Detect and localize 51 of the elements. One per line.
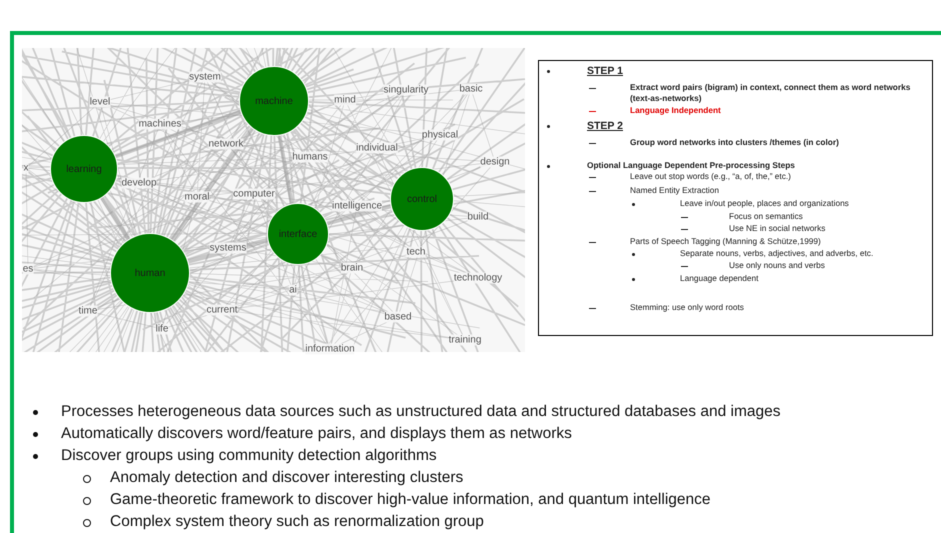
bullet-text: Automatically discovers word/feature pairs, and displays them as networks [61,425,572,443]
word-label: based [384,312,412,322]
word-label: level [90,96,110,108]
text-panel [538,60,933,336]
list-item: Named Entity Extraction [630,185,719,195]
list-item: Use only nouns and verbs [729,260,825,270]
word-label: build [467,212,489,222]
word-label: singularity [383,84,429,96]
word-label: mind [334,94,356,106]
word-label: brain [340,262,364,274]
word-label: time [78,306,98,316]
bullet-text: Complex system theory such as renormalization group [110,513,484,531]
list-item: Separate nouns, verbs, adjectives, and adverbs, etc. [680,248,874,258]
list-item: Extract word pairs (bigram) in context, connect them as word networks (text-as-networks) [630,82,912,104]
list-item: Optional Language Dependent Pre-processing Steps [587,160,795,170]
word-label: system [189,72,221,82]
bullet-text: Anomaly detection and discover interesting clusters [110,469,464,487]
list-item: Stemming: use only word roots [630,302,744,312]
list-item: Use NE in social networks [729,223,826,233]
word-label: current [206,304,238,316]
word-label: information [305,344,355,354]
word-label: basic [459,84,483,94]
list-item: Leave out stop words (e.g., “a, of, the,” etc.) [630,171,791,181]
word-label: design [480,156,510,168]
word-label: es [22,264,34,274]
list-item: Focus on semantics [729,211,803,221]
word-label: network [208,138,244,150]
bullet-text: Discover groups using community detection algorithms [61,447,437,465]
word-label: intelligence [332,200,382,212]
word-label: physical [422,130,458,140]
word-label: humans [292,152,328,162]
step-heading: STEP 1 [587,65,623,77]
word-label: life [156,324,168,334]
word-label: machines [138,118,182,130]
word-label: moral [184,192,210,202]
word-label: tech [406,246,426,258]
list-item: Group word networks into clusters /themes (in color) [630,137,839,147]
bullet-text: Processes heterogeneous data sources such as unstructured data and structured databases and images [61,403,780,421]
word-label: technology [454,272,502,284]
word-label: computer [233,188,275,200]
word-label: training [448,334,482,346]
word-label: systems [210,242,246,254]
word-label: ai [289,284,297,296]
word-label: individual [356,142,398,154]
list-item: Parts of Speech Tagging (Manning & Schütze,1999) [630,236,821,246]
step-heading: STEP 2 [587,120,623,132]
list-item: Leave in/out people, places and organizations [680,198,849,208]
bullet-text: Game-theoretic framework to discover high-value information, and quantum intelligence [110,491,710,509]
list-item: Language Independent [630,105,721,115]
list-item: Language dependent [680,273,758,283]
word-label: x [24,162,28,174]
